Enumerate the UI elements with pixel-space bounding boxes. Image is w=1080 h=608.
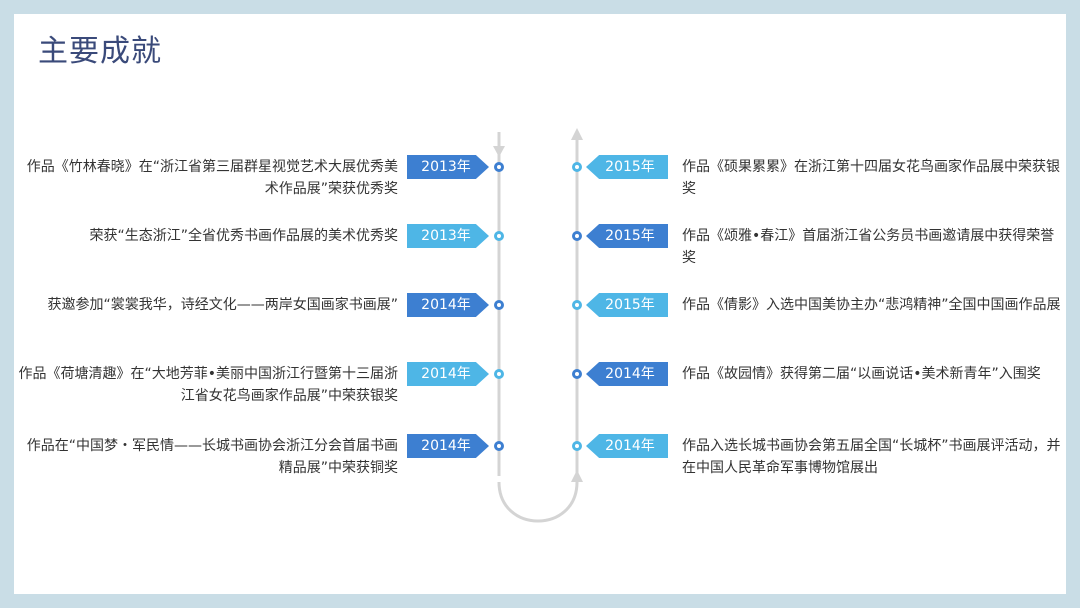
right-year-badge: 2015年 (586, 293, 668, 317)
left-timeline-dot (494, 300, 504, 310)
right-achievement-text: 作品《倩影》入选中国美协主办“悲鸿精神”全国中国画作品展 (682, 297, 1061, 313)
left-achievement-text: 作品《竹林春晓》在“浙江省第三届群星视觉艺术大展优秀美术作品展”荣获优秀奖 (26, 159, 398, 197)
left-timeline-dot (494, 441, 504, 451)
right-timeline-dot (572, 231, 582, 241)
right-timeline-dot (572, 300, 582, 310)
right-timeline-dot (572, 162, 582, 172)
left-year-badge: 2013年 (407, 155, 489, 179)
left-achievement-text: 荣获“生态浙江”全省优秀书画作品展的美术优秀奖 (89, 228, 398, 244)
right-achievement-text: 作品《硕果累累》在浙江第十四届女花鸟画家作品展中荣获银奖 (682, 159, 1060, 197)
left-year-badge: 2014年 (407, 362, 489, 386)
left-year-badge: 2014年 (407, 434, 489, 458)
left-timeline-dot (494, 162, 504, 172)
right-year-badge: 2015年 (586, 224, 668, 248)
right-achievement-text: 作品《故园情》获得第二届“以画说话•美术新青年”入围奖 (682, 366, 1041, 382)
up-arrow-icon (571, 128, 583, 140)
left-timeline-dot (494, 369, 504, 379)
right-achievement-text: 作品《颂雅•春江》首届浙江省公务员书画邀请展中获得荣誉奖 (682, 228, 1055, 266)
right-year-badge: 2014年 (586, 434, 668, 458)
right-year-badge: 2015年 (586, 155, 668, 179)
left-achievement-text: 作品在“中国梦・军民情——长城书画协会浙江分会首届书画精品展”中荣获铜奖 (26, 438, 398, 476)
page-title: 主要成就 (38, 34, 162, 69)
left-year-badge: 2014年 (407, 293, 489, 317)
right-year-badge: 2014年 (586, 362, 668, 386)
right-timeline-dot (572, 369, 582, 379)
down-arrow-icon (493, 146, 505, 157)
up-arrow-icon-bottom (571, 470, 583, 482)
left-achievement-text: 获邀参加“裳裳我华，诗经文化——两岸女国画家书画展” (47, 297, 398, 313)
slide: 主要成就 作品《竹林春晓》在“浙江省第三届群星视觉艺术大展优秀美术作品展”荣获优… (14, 14, 1066, 594)
left-year-badge: 2013年 (407, 224, 489, 248)
u-turn-curve (497, 481, 579, 523)
right-timeline-dot (572, 441, 582, 451)
left-timeline-dot (494, 231, 504, 241)
right-achievement-text: 作品入选长城书画协会第五届全国“长城杯”书画展评活动，并在中国人民革命军事博物馆… (682, 438, 1061, 476)
left-achievement-text: 作品《荷塘清趣》在“大地芳菲•美丽中国浙江行暨第十三届浙江省女花鸟画家作品展”中… (18, 366, 398, 404)
